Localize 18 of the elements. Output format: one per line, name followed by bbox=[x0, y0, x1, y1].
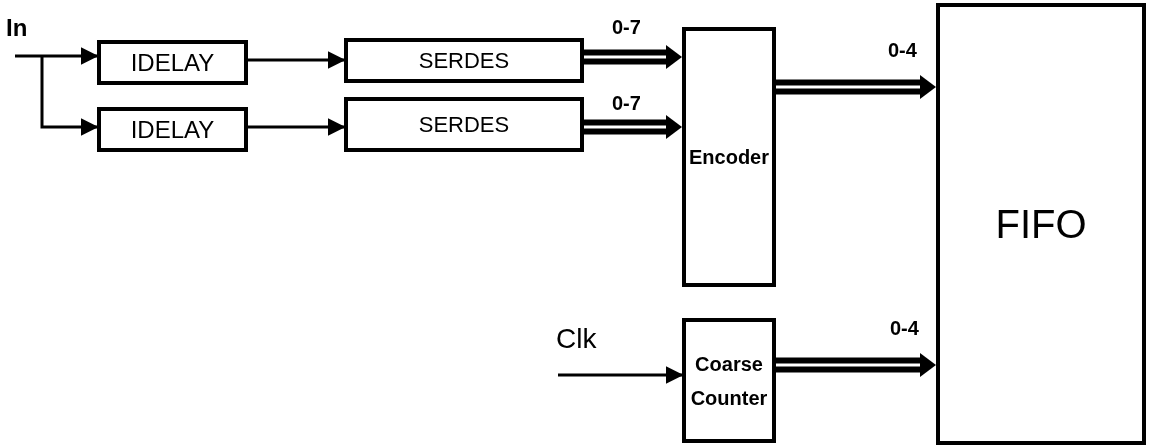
edge-label: 0-4 bbox=[888, 40, 917, 60]
edge-label: 0-7 bbox=[612, 17, 641, 37]
signal-label: In bbox=[6, 10, 46, 56]
arrow bbox=[248, 118, 346, 136]
arrow bbox=[248, 51, 346, 69]
arrow bbox=[15, 47, 99, 65]
arrow bbox=[40, 56, 99, 136]
block-box: Coarse Counter bbox=[682, 318, 776, 443]
signal-label: Clk bbox=[556, 318, 610, 375]
block-box: FIFO bbox=[936, 3, 1146, 445]
arrow bbox=[558, 366, 684, 384]
edge-label: 0-7 bbox=[612, 93, 641, 113]
block-box: SERDES bbox=[344, 38, 584, 83]
block-box: SERDES bbox=[344, 97, 584, 152]
block-box: IDELAY bbox=[97, 107, 248, 152]
block-box: Encoder bbox=[682, 27, 776, 287]
block-box: IDELAY bbox=[97, 40, 248, 85]
edge-label: 0-4 bbox=[890, 318, 919, 338]
